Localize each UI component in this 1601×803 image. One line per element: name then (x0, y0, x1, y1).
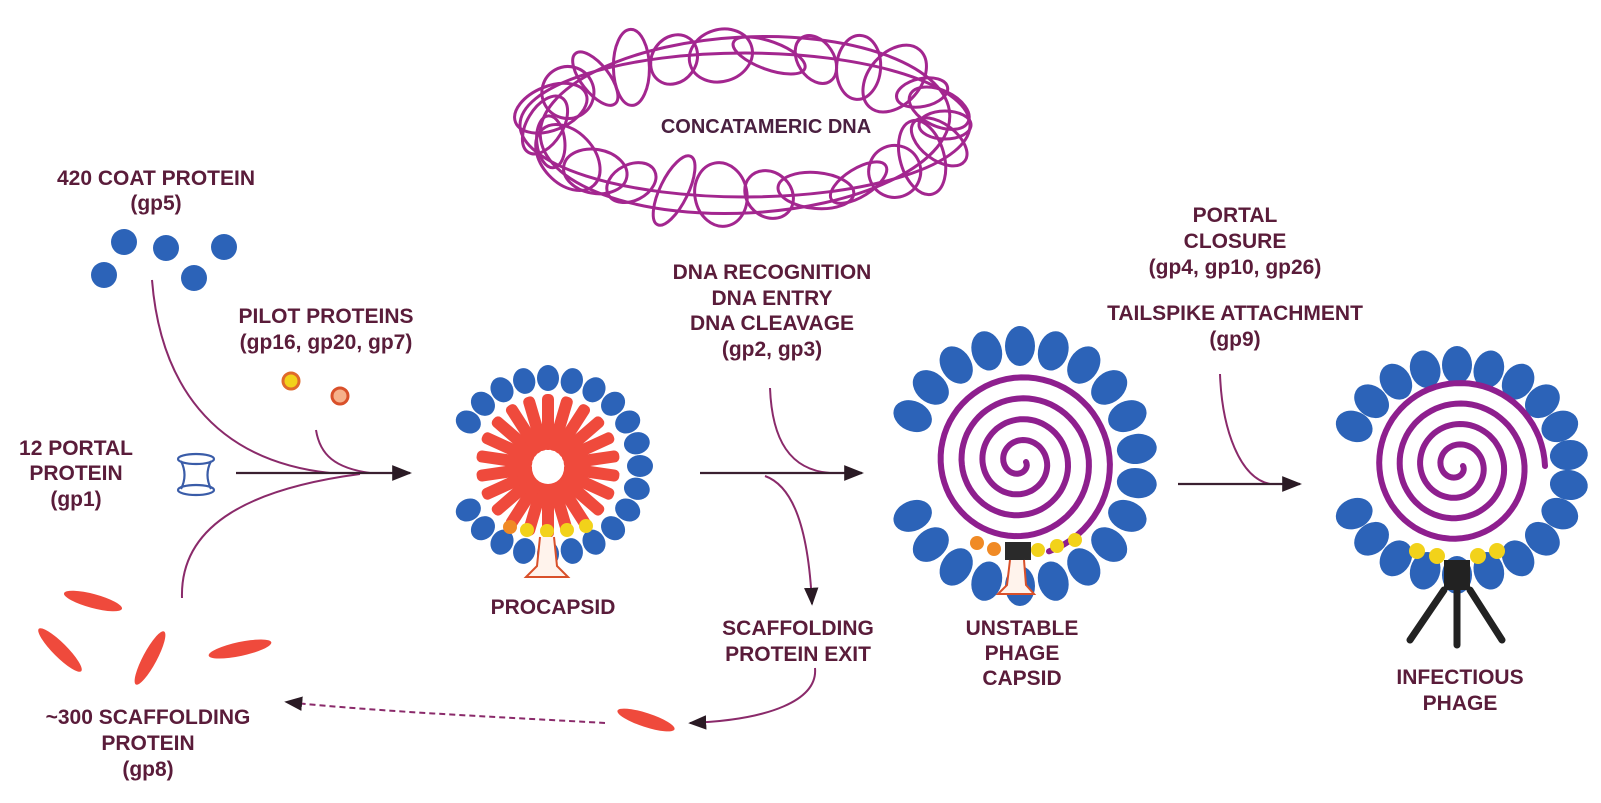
portal-closure-label-2: CLOSURE (1184, 230, 1287, 253)
tailspike-gene: (gp9) (1209, 328, 1260, 351)
procapsid-label: PROCAPSID (491, 596, 616, 619)
dna-cleavage-label: DNA CLEAVAGE (690, 312, 854, 335)
portal-protein-label: 12 PORTAL (19, 437, 133, 460)
concatameric-dna-label: CONCATAMERIC DNA (661, 116, 871, 138)
maturation-arrows (1178, 374, 1300, 484)
scaffolding-protein-label: ~300 SCAFFOLDING (46, 706, 251, 729)
infectious-phage-label-2: PHAGE (1423, 692, 1498, 715)
portal-protein-label-2: PROTEIN (29, 462, 122, 485)
portal-closure-genes: (gp4, gp10, gp26) (1149, 256, 1322, 279)
procapsid (452, 365, 653, 577)
unstable-capsid-label: UNSTABLE (966, 617, 1079, 640)
dna-recognition-label: DNA RECOGNITION (673, 261, 872, 284)
coat-protein-label: 420 COAT PROTEIN (57, 167, 255, 190)
scaffolding-protein-gene: (gp8) (122, 758, 173, 781)
infectious-phage-label: INFECTIOUS (1396, 666, 1523, 689)
unstable-capsid (888, 326, 1158, 606)
scaffolding-protein-label-2: PROTEIN (101, 732, 194, 755)
concatameric-dna: CONCATAMERIC DNA (507, 21, 975, 231)
portal-protein-gene: (gp1) (50, 488, 101, 511)
pilot-proteins-genes: (gp16, gp20, gp7) (240, 331, 413, 354)
coat-protein-dots (91, 229, 237, 291)
pilot-protein-dots (283, 373, 348, 404)
unstable-capsid-label-2: PHAGE (985, 642, 1060, 665)
unstable-capsid-label-3: CAPSID (982, 667, 1061, 690)
portal-closure-label: PORTAL (1193, 204, 1278, 227)
tailspike-attachment-label: TAILSPIKE ATTACHMENT (1107, 302, 1363, 325)
scaffolding-exit-label: SCAFFOLDING (722, 617, 874, 640)
dna-genes-label: (gp2, gp3) (722, 338, 822, 361)
scaffolding-exit-label-2: PROTEIN EXIT (725, 643, 871, 666)
pilot-proteins-label: PILOT PROTEINS (238, 305, 413, 328)
infectious-phage (1331, 346, 1590, 645)
dna-entry-label: DNA ENTRY (712, 287, 833, 310)
coat-protein-gene: (gp5) (130, 192, 181, 215)
portal-ring (178, 454, 214, 495)
